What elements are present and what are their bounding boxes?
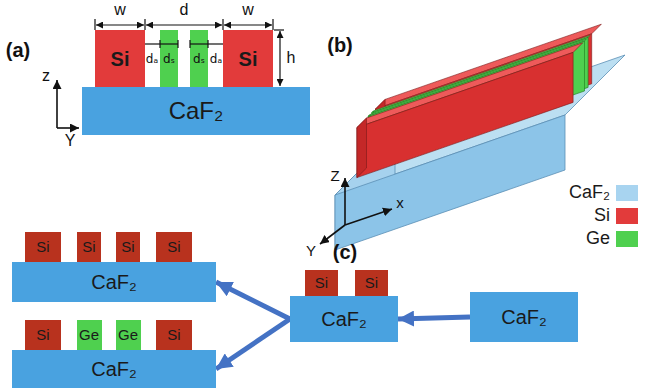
ge-strip [190,30,208,87]
dimension-label: dₐ [146,53,158,66]
node-text: CaF₂ [91,358,137,380]
legend-text: Si [594,205,610,226]
dimension-label: w [242,1,254,19]
panel-label: (a) [6,39,30,61]
axes-b [320,178,392,244]
block-3d [357,43,583,178]
dimension-label: dₐ [210,53,222,66]
axes-a [57,80,79,128]
panel-label: (b) [327,34,353,56]
node-text: Si [315,275,328,292]
node-text: Si [167,239,180,256]
substrate: CaF₂ [12,262,216,302]
dimension-label: dₛ [163,53,175,66]
node-text: Ge [118,327,138,344]
ge-block: Ge [77,320,102,350]
legend-swatch [616,231,638,247]
node-text: Si [239,48,258,70]
panel-label: (c) [333,241,357,263]
ge-strip [160,30,178,87]
node-text: Si [167,327,180,344]
legend-row: Ge [586,228,638,249]
dimension-label: w [114,1,126,19]
axis-label: z [42,67,50,85]
axis-label: Z [330,168,339,185]
si-block: Si [25,232,61,262]
node-text: CaF₂ [169,98,224,124]
dimension-lines [95,19,284,86]
process-arrow [398,317,470,319]
node-text: Si [111,48,130,70]
si-block: Si [156,232,192,262]
si-block: Si [25,320,61,350]
si-block: Si [156,320,192,350]
axis-label: Y [306,243,316,260]
ge-block: Ge [116,320,141,350]
process-arrow [216,319,290,369]
node-text: Si [365,275,378,292]
node-text: CaF₂ [501,306,547,328]
substrate: CaF₂ [470,292,578,342]
node-text: Si [121,239,134,256]
legend-text: CaF₂ [569,182,610,203]
legend-swatch [616,208,638,224]
dimension-label: h [287,49,296,67]
substrate: CaF₂ [290,296,398,342]
node-text: Ge [79,327,99,344]
substrate: CaF₂ [82,87,310,135]
node-text: Si [36,239,49,256]
si-block: Si [355,270,388,296]
axis-label: Y [65,132,76,150]
legend-row: Si [594,205,638,226]
process-arrow [216,282,290,319]
node-text: Si [82,239,95,256]
axis-label: x [396,195,404,212]
dimension-label: dₛ [193,53,205,66]
node-text: CaF₂ [91,271,137,293]
si-block: Si [223,30,273,87]
legend-row: CaF₂ [569,182,638,203]
si-block: Si [305,270,338,296]
dimension-label: d [180,1,189,19]
si-block: Si [116,232,140,262]
node-text: Si [36,327,49,344]
legend-swatch [616,185,638,201]
si-block: Si [77,232,101,262]
substrate: CaF₂ [12,350,216,388]
legend-text: Ge [586,228,610,249]
si-block: Si [95,30,145,87]
node-text: CaF₂ [321,308,367,330]
